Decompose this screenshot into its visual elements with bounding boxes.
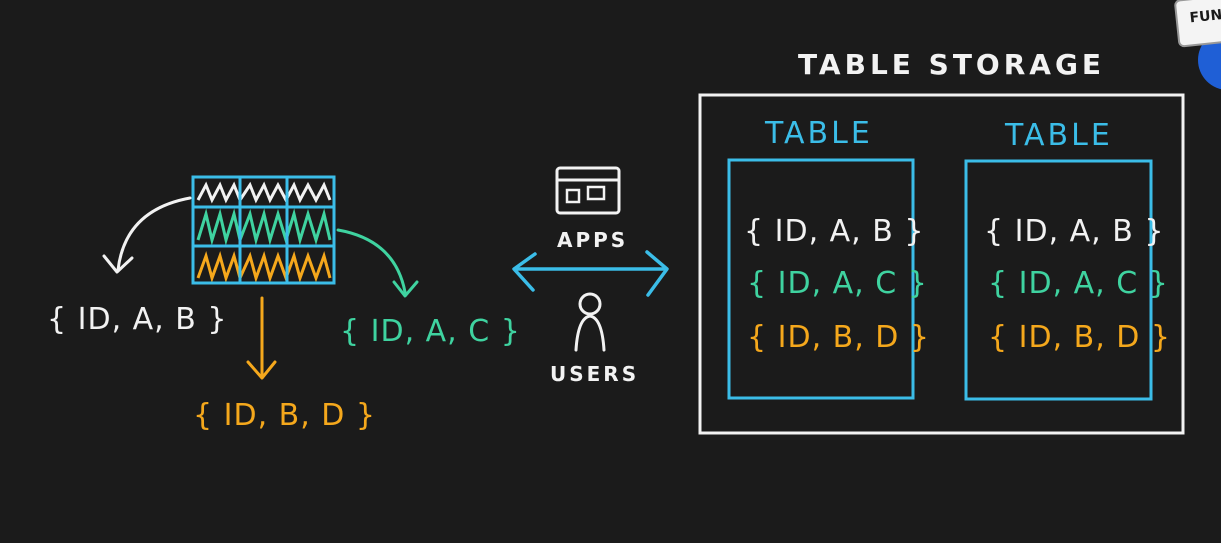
row3-scribble: [196, 251, 332, 283]
table-1-record-3: { ID, B, D }: [747, 320, 931, 355]
table-1-record-1: { ID, A, B }: [744, 214, 925, 249]
white-arrow-head: [102, 254, 134, 274]
double-arrow-right-head: [645, 250, 669, 297]
app-window-icon: [555, 166, 621, 215]
left-record-green: { ID, A, C }: [340, 314, 521, 349]
table-1-title: TABLE: [765, 116, 873, 151]
grid-border: [191, 175, 336, 285]
storage-title: TABLE STORAGE: [798, 48, 1106, 81]
user-icon: [574, 292, 606, 352]
row2-scribble: [196, 208, 332, 246]
storage-box: [698, 93, 1185, 435]
source-grid: [191, 175, 336, 285]
table-box-1: [727, 158, 915, 400]
left-record-orange: { ID, B, D }: [193, 398, 377, 433]
orange-arrow-head: [246, 360, 277, 380]
table-2-record-3: { ID, B, D }: [988, 320, 1172, 355]
table-1-record-2: { ID, A, C }: [747, 266, 928, 301]
table-2-record-2: { ID, A, C }: [988, 266, 1169, 301]
table-box-2: [964, 159, 1153, 401]
row1-scribble: [196, 181, 332, 204]
green-arrow-head: [392, 280, 419, 298]
table-2-title: TABLE: [1005, 118, 1113, 153]
table-2-record-1: { ID, A, B }: [984, 214, 1165, 249]
double-arrow-left-head: [512, 252, 537, 292]
white-arrow: [116, 196, 192, 272]
apps-label: APPS: [557, 228, 629, 252]
green-arrow: [336, 228, 407, 294]
users-label: USERS: [550, 362, 640, 386]
left-record-white: { ID, A, B }: [47, 302, 228, 337]
